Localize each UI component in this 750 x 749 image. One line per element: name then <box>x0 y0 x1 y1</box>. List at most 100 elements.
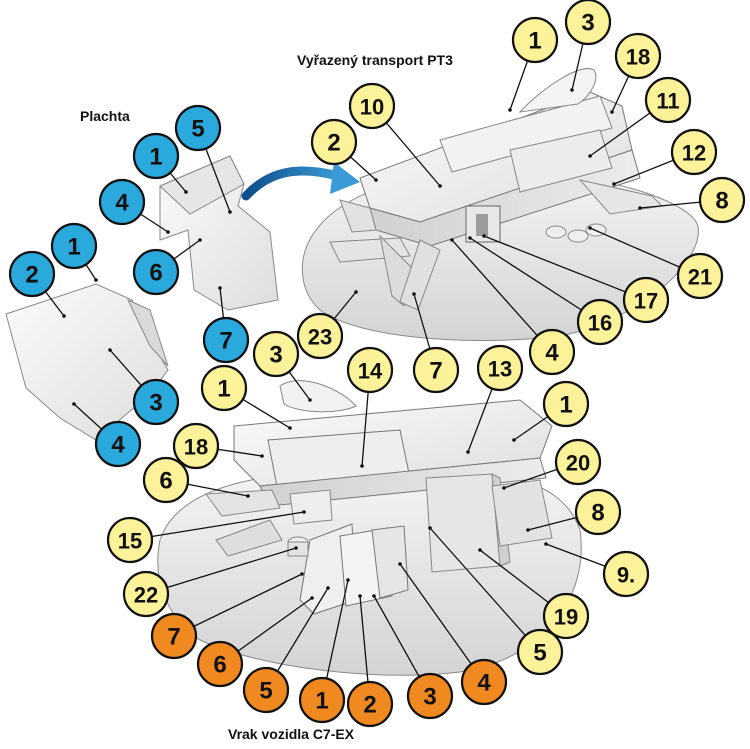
callout-number: 9. <box>617 563 635 588</box>
callout-leader-dot <box>246 494 250 498</box>
callout-number: 7 <box>429 358 442 385</box>
callout-number: 22 <box>134 583 158 608</box>
callout-leader-dot <box>468 236 472 240</box>
callout-circle <box>310 118 358 166</box>
callout-leader-dot <box>94 278 98 282</box>
callout-circle <box>172 422 220 470</box>
callout-circle <box>528 328 576 376</box>
callout-yellow: 2 <box>310 118 358 166</box>
callout-number: 13 <box>488 357 512 382</box>
callout-circle <box>150 612 198 660</box>
callout-leader-dot <box>326 586 330 590</box>
callout-leader-dot <box>360 464 364 468</box>
callout-circle <box>602 550 650 598</box>
callout-leader-line <box>469 237 601 323</box>
callout-number: 7 <box>219 328 232 355</box>
callout-leader-line <box>129 511 305 541</box>
pt3-barrel <box>567 229 589 243</box>
callout-leader-dot <box>358 594 362 598</box>
callout-number: 3 <box>581 10 594 37</box>
callout-yellow: 1 <box>511 16 559 64</box>
pt3-exhaust <box>518 68 597 113</box>
callout-number: 15 <box>118 529 142 554</box>
callout-number: 5 <box>259 678 272 705</box>
callout-leader-line <box>429 527 541 653</box>
callout-leader-dot <box>508 108 512 112</box>
callout-leader-dot <box>218 286 222 290</box>
callout-yellow: 1 <box>542 380 590 428</box>
callout-number: 3 <box>269 342 282 369</box>
callout-leader-dot <box>308 398 312 402</box>
callout-yellow: 1 <box>200 364 248 412</box>
callout-circle <box>554 438 602 486</box>
c7-track-right <box>371 525 409 599</box>
callout-number: 1 <box>67 234 80 261</box>
callout-number: 23 <box>308 325 332 350</box>
callout-circle <box>698 176 746 224</box>
callout-leader-dot <box>108 348 112 352</box>
callout-circle <box>174 104 222 152</box>
callout-circle <box>8 250 56 298</box>
callout-circle <box>406 672 454 720</box>
callout-yellow: 15 <box>106 516 154 564</box>
callout-circle <box>132 248 180 296</box>
callout-number: 8 <box>715 188 728 215</box>
callout-blue: 5 <box>174 104 222 152</box>
callout-blue: 1 <box>50 222 98 270</box>
callout-circle <box>614 32 662 80</box>
callout-yellow: 3 <box>564 0 612 46</box>
callout-leader-dot <box>412 292 416 296</box>
callout-leader-dot <box>526 528 530 532</box>
callout-blue: 3 <box>132 378 180 426</box>
callout-yellow: 8 <box>574 488 622 536</box>
callout-leader-dot <box>450 238 454 242</box>
callout-leader-dot <box>294 546 298 550</box>
callout-circle <box>242 666 290 714</box>
callout-number: 17 <box>634 289 658 314</box>
callout-orange: 6 <box>196 640 244 688</box>
callout-leader-line <box>145 547 297 595</box>
callout-leader-dot <box>610 110 614 114</box>
callout-yellow: 22 <box>122 570 170 618</box>
callout-yellow: 4 <box>528 328 576 376</box>
callout-number: 12 <box>682 141 706 166</box>
callout-leader-dot <box>428 526 432 530</box>
callout-leader-dot <box>466 450 470 454</box>
callout-circle <box>106 516 154 564</box>
callout-number: 5 <box>533 640 546 667</box>
callout-leader-dot <box>184 190 188 194</box>
callout-circle <box>670 128 718 176</box>
plachta-piece-fold <box>159 155 245 215</box>
callout-circle <box>576 298 624 346</box>
callout-leader-line <box>451 239 553 353</box>
callout-leader-dot <box>228 210 232 214</box>
callout-number: 1 <box>149 144 162 171</box>
callout-circle <box>200 364 248 412</box>
callout-circle <box>252 330 300 378</box>
callout-circle <box>346 680 394 728</box>
callout-leader-dot <box>260 454 264 458</box>
callout-leader-dot <box>372 594 376 598</box>
callout-circle <box>574 488 622 536</box>
callout-leader-dot <box>482 234 486 238</box>
callout-circle <box>564 0 612 46</box>
callout-leader-dot <box>62 314 66 318</box>
pt3-cabin <box>439 95 613 173</box>
callout-leader-dot <box>570 88 574 92</box>
callout-leader-dot <box>300 572 304 576</box>
callout-number: 6 <box>159 468 172 495</box>
pt3-hatch-opening <box>476 214 488 236</box>
callout-yellow: 9. <box>602 550 650 598</box>
callout-orange: 4 <box>460 658 508 706</box>
callout-yellow: 18 <box>172 422 220 470</box>
callout-number: 21 <box>688 265 712 290</box>
callout-number: 8 <box>591 500 604 527</box>
callout-leader-dot <box>438 184 442 188</box>
plachta-pieces <box>5 155 279 441</box>
c7-barrel-body <box>287 541 309 557</box>
callout-leader-dot <box>374 178 378 182</box>
title-wreck-c7ex: Vrak vozidla C7-EX <box>228 726 355 742</box>
